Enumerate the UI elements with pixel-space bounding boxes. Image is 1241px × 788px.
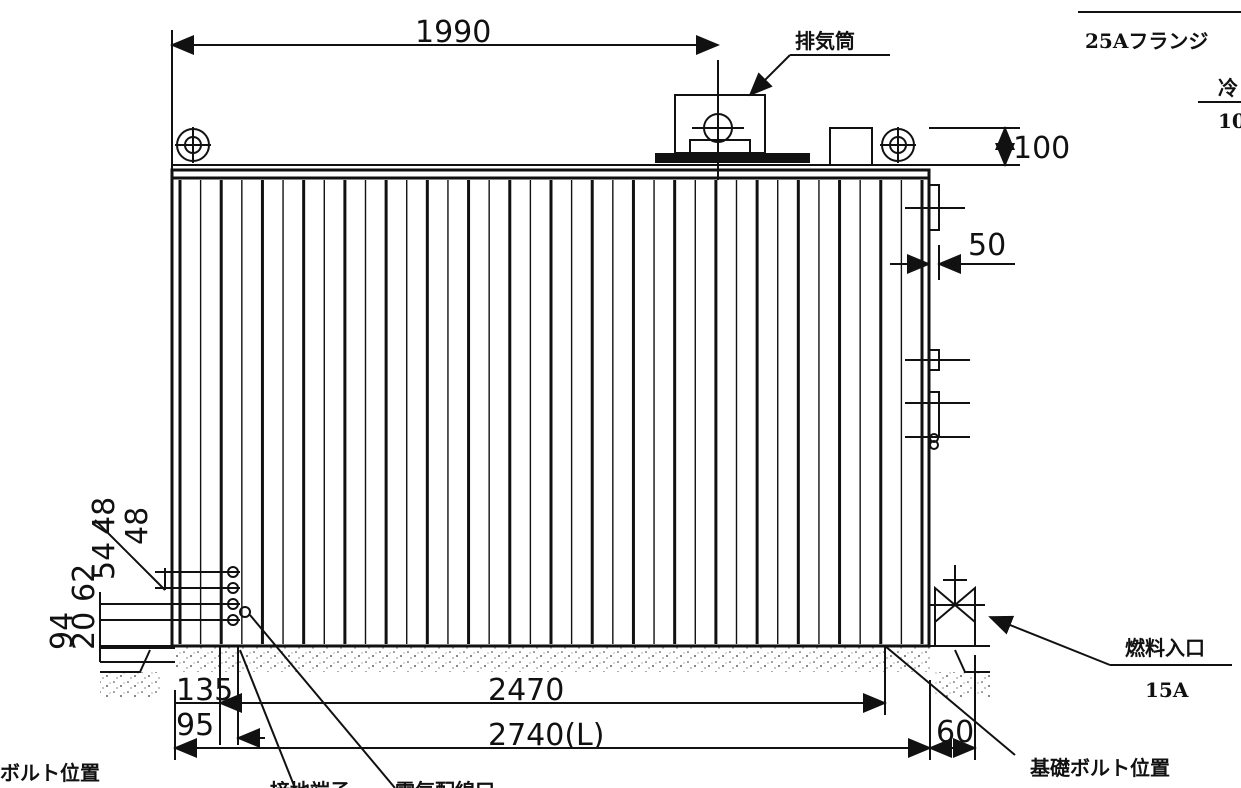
dim-left-62: 62: [67, 564, 102, 602]
label-exhaust-stack: 排気筒: [795, 29, 855, 53]
vent-box: [829, 127, 873, 166]
label-cooling-number: 10: [1218, 109, 1241, 133]
dim-left-54: 54: [87, 542, 122, 580]
label-cooling: 冷: [1218, 76, 1238, 100]
dim-left-48b: 48: [120, 507, 155, 545]
label-fuel-inlet: 燃料入口: [1125, 636, 1205, 660]
side-fittings: [905, 184, 970, 450]
dim-bolt-span: 2470: [488, 673, 564, 708]
lifting-lug-right: [880, 127, 916, 163]
dim-left-94: 94: [45, 612, 80, 650]
tank-body: [170, 164, 931, 648]
label-ground-terminal: 接地端子: [270, 779, 350, 788]
dim-left-group: 94 20 62 54 48 48: [45, 497, 155, 650]
lifting-lug-left: [175, 127, 211, 163]
left-connections: [94, 519, 251, 663]
fuel-inlet-valve: [929, 565, 1232, 666]
label-wiring-port: 電気配線口: [395, 779, 495, 788]
tank-ribs: [178, 180, 924, 644]
dim-base-left-2: 95: [176, 708, 214, 743]
dim-side-offset: 50: [968, 228, 1006, 263]
dim-left-48a: 48: [87, 497, 122, 535]
dim-overall-width: 1990: [415, 15, 491, 50]
dim-stack-height: 100: [1013, 131, 1070, 166]
label-foundation-bolt-right: 基礎ボルト位置: [1030, 756, 1170, 780]
dim-base-right: 60: [936, 715, 974, 750]
label-foundation-bolt-left: ボルト位置: [0, 761, 100, 785]
dim-left-20: 20: [67, 612, 102, 650]
dim-base-left-1: 135: [176, 673, 233, 708]
foundation-slab: [100, 645, 990, 697]
label-fuel-size: 15A: [1145, 678, 1189, 702]
exhaust-stack: [655, 54, 890, 180]
dimension-lines: [170, 30, 1020, 788]
dim-length: 2740(L): [488, 718, 604, 753]
label-flange: 25Aフランジ: [1085, 29, 1208, 53]
